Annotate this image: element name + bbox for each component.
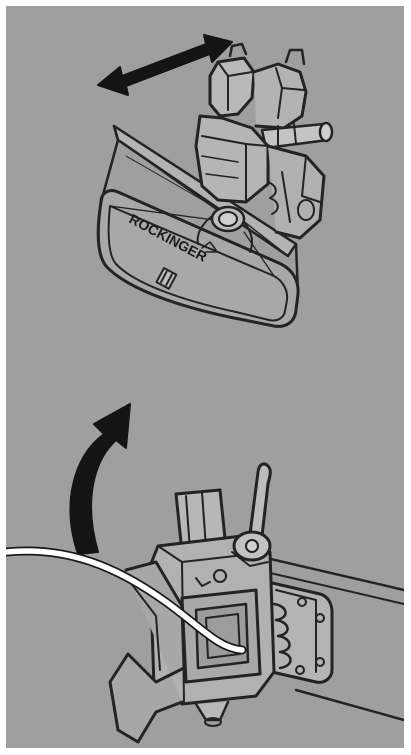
coupling-illustration: ROCKINGER bbox=[6, 6, 404, 748]
curved-rotation-arrow-icon bbox=[70, 404, 130, 554]
bottom-view bbox=[6, 404, 404, 742]
figure-panel: ROCKINGER bbox=[6, 6, 404, 748]
top-view: ROCKINGER bbox=[98, 35, 332, 326]
mounting-plate bbox=[268, 582, 332, 682]
operating-lever bbox=[232, 464, 270, 566]
